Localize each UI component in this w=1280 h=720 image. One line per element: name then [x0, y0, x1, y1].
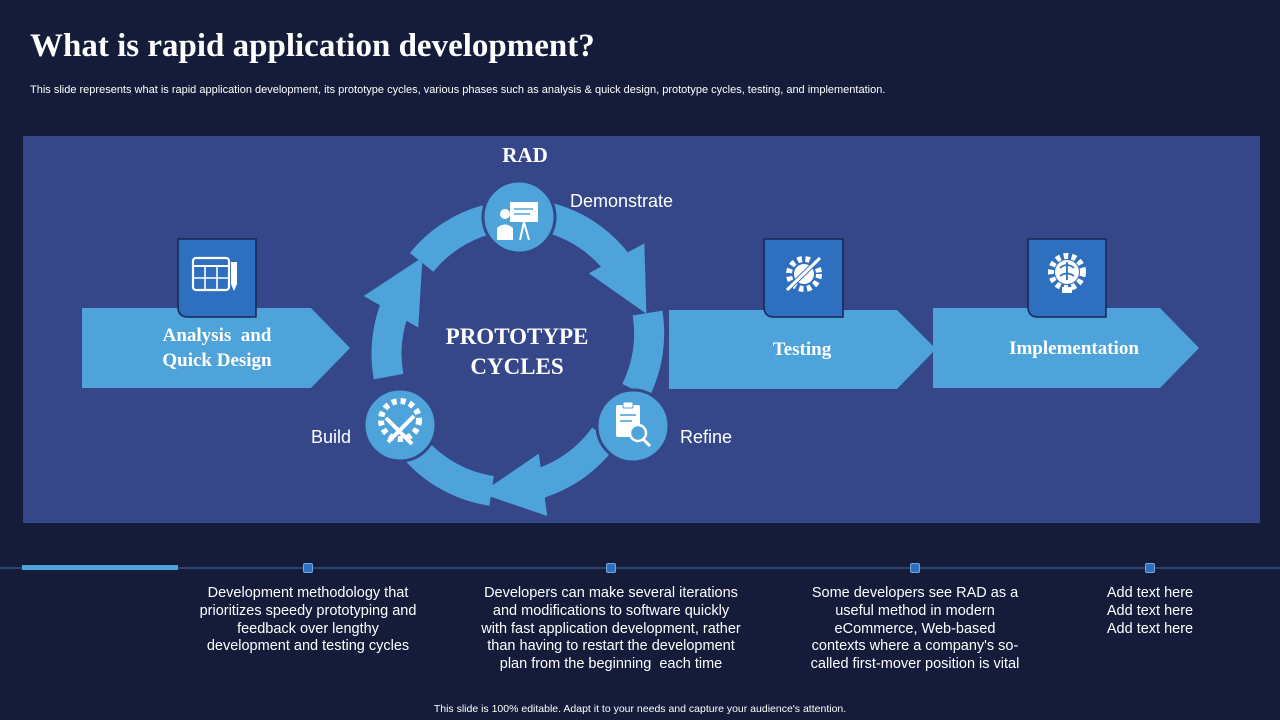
document-search-icon [595, 388, 671, 464]
desc-line: useful method in modern [835, 602, 995, 619]
timeline-marker [910, 563, 920, 573]
desc-line: Developers can make several iterations [484, 585, 738, 601]
rad-label: RAD [502, 143, 548, 167]
desc-line: with fast application development, rathe… [481, 620, 741, 637]
calendar-icon [177, 238, 257, 318]
desc-line: and modifications to software quickly [492, 602, 730, 619]
phase-line: Analysis and [162, 325, 272, 346]
phase-line: Testing [772, 339, 832, 360]
desc-line: Development methodology that [207, 585, 409, 601]
phase-analysis-label: Analysis and Quick Design [82, 308, 352, 388]
phase-arrow-implementation [933, 308, 1199, 388]
page-title: What is rapid application development? [30, 28, 595, 64]
gear-wrench-icon [763, 238, 844, 318]
desc-line: development and testing cycles [206, 638, 410, 655]
desc-line: Some developers see RAD as a [811, 585, 1019, 601]
timeline-text-4: Add text here Add text here Add text her… [1070, 585, 1230, 638]
phase-arrow-testing [669, 310, 936, 389]
desc-line: called first-mover position is vital [810, 656, 1020, 673]
desc-line: eCommerce, Web-based [834, 620, 996, 637]
desc-line: Add text here [1106, 585, 1194, 601]
desc-line: prioritizes speedy prototyping and [199, 602, 417, 619]
timeline-text-2: Developers can make several iterations a… [465, 585, 757, 674]
gear-brain-icon [1027, 238, 1107, 318]
timeline-marker [303, 563, 313, 573]
gear-tools-icon [362, 387, 438, 463]
phase-arrow-analysis [82, 308, 350, 388]
desc-line: plan from the beginning each time [499, 656, 723, 673]
timeline-marker [606, 563, 616, 573]
center-line: CYCLES [470, 354, 564, 379]
center-line: PROTOTYPE [445, 324, 589, 349]
desc-line: than having to restart the development [487, 638, 735, 655]
cycle-step-demonstrate: Demonstrate [570, 191, 674, 211]
page-subtitle: This slide represents what is rapid appl… [30, 84, 886, 96]
desc-line: feedback over lengthy [237, 620, 379, 637]
timeline-marker [1145, 563, 1155, 573]
desc-line: Add text here [1106, 620, 1194, 637]
footer-note: This slide is 100% editable. Adapt it to… [433, 703, 847, 715]
desc-line: Add text here [1106, 602, 1194, 619]
timeline-text-3: Some developers see RAD as a useful meth… [785, 585, 1045, 674]
phase-testing-label: Testing [669, 310, 935, 389]
cycle-step-build: Build [311, 427, 352, 447]
phase-line: Quick Design [162, 350, 272, 371]
prototype-cycles-label: PROTOTYPE CYCLES [420, 322, 614, 382]
timeline-text-1: Development methodology that prioritizes… [168, 585, 448, 656]
phase-line: Implementation [1009, 337, 1139, 359]
desc-line: contexts where a company's so- [811, 638, 1019, 655]
cycle-step-refine: Refine [680, 427, 733, 447]
phase-implementation-label: Implementation [933, 308, 1215, 388]
presentation-icon [481, 179, 557, 255]
